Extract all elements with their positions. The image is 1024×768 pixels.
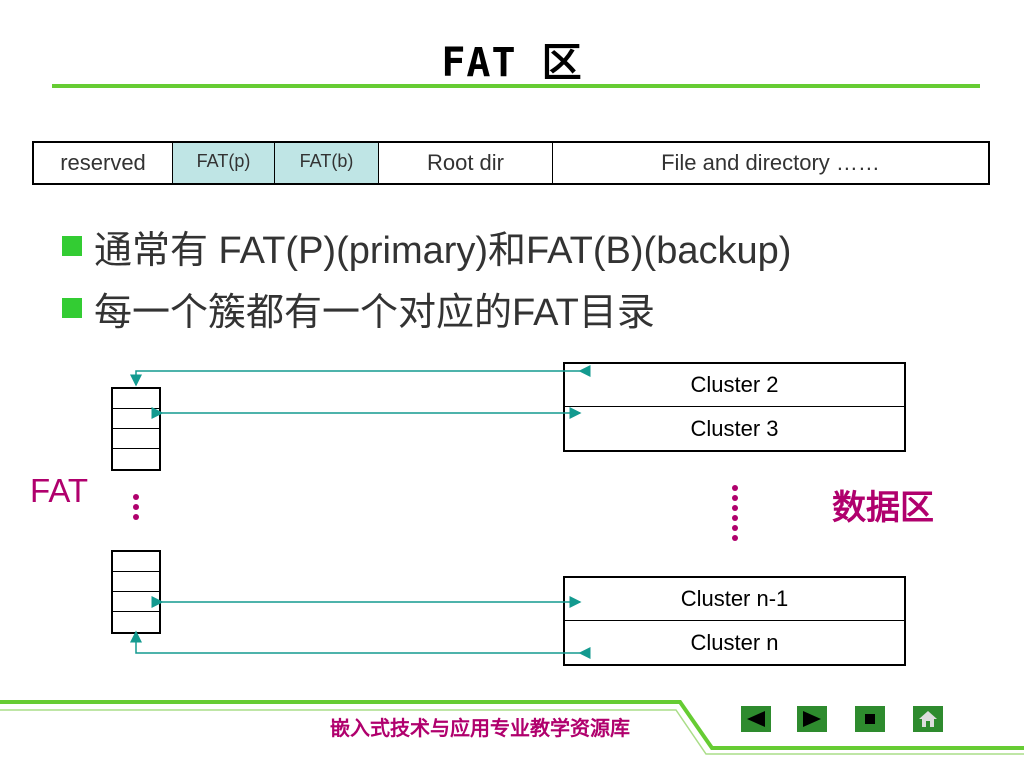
cluster-box: Cluster 2 bbox=[565, 364, 904, 407]
bullet-square-icon bbox=[62, 236, 82, 256]
bullet-item: 每一个簇都有一个对应的FAT目录 bbox=[62, 280, 791, 336]
cluster-box: Cluster n-1 bbox=[565, 578, 904, 621]
cluster-group-top: Cluster 2 Cluster 3 bbox=[563, 362, 906, 452]
cluster-box: Cluster n bbox=[690, 629, 779, 655]
bullet-square-icon bbox=[62, 298, 82, 318]
fat-entry bbox=[113, 552, 159, 572]
bullet-text: 每一个簇都有一个对应的FAT目录 bbox=[94, 291, 655, 334]
fat-entry bbox=[113, 389, 159, 409]
layout-cell-fat-backup: FAT(b) bbox=[275, 143, 379, 183]
layout-cell-reserved: reserved bbox=[34, 143, 173, 183]
layout-cell-file-and-directory: File and directory …… bbox=[661, 150, 880, 175]
bullet-list: 通常有 FAT(P)(primary)和FAT(B)(backup) 每一个簇都… bbox=[62, 218, 791, 336]
arrow-cluster2-to-fat bbox=[130, 365, 591, 387]
arrow-cluster-n-to-fat bbox=[130, 630, 591, 659]
home-button[interactable] bbox=[913, 706, 943, 732]
next-slide-button[interactable] bbox=[797, 706, 827, 732]
previous-slide-button[interactable] bbox=[741, 706, 771, 732]
fat-entry bbox=[113, 572, 159, 592]
fat-table-top bbox=[111, 387, 161, 471]
fat-entry bbox=[113, 409, 159, 429]
disk-layout-table: reserved FAT(p) FAT(b) Root dir File and… bbox=[32, 141, 990, 185]
page-title: FAT 区 bbox=[441, 40, 583, 86]
footer-title: 嵌入式技术与应用专业教学资源库 bbox=[330, 716, 630, 740]
layout-cell-fat-primary: FAT(p) bbox=[173, 143, 275, 183]
fat-entry bbox=[113, 592, 159, 612]
fat-label: FAT bbox=[30, 472, 89, 509]
layout-cell-root-dir: Root dir bbox=[379, 143, 553, 183]
bullet-text: 通常有 FAT(P)(primary)和FAT(B)(backup) bbox=[94, 229, 792, 272]
stop-icon bbox=[865, 714, 875, 724]
fat-ellipsis-dots bbox=[133, 494, 141, 524]
previous-icon bbox=[747, 711, 765, 727]
fat-entry bbox=[113, 429, 159, 449]
stop-button[interactable] bbox=[855, 706, 885, 732]
cluster-box: Cluster 3 bbox=[690, 415, 779, 441]
bullet-item: 通常有 FAT(P)(primary)和FAT(B)(backup) bbox=[62, 218, 791, 274]
next-icon bbox=[803, 711, 821, 727]
title-underline bbox=[52, 84, 980, 88]
data-area-label: 数据区 bbox=[832, 488, 934, 528]
data-area-ellipsis-dots bbox=[732, 485, 740, 545]
home-icon bbox=[919, 711, 937, 727]
footer-decoration bbox=[0, 700, 1024, 755]
cluster-group-bottom: Cluster n-1 Cluster n bbox=[563, 576, 906, 666]
